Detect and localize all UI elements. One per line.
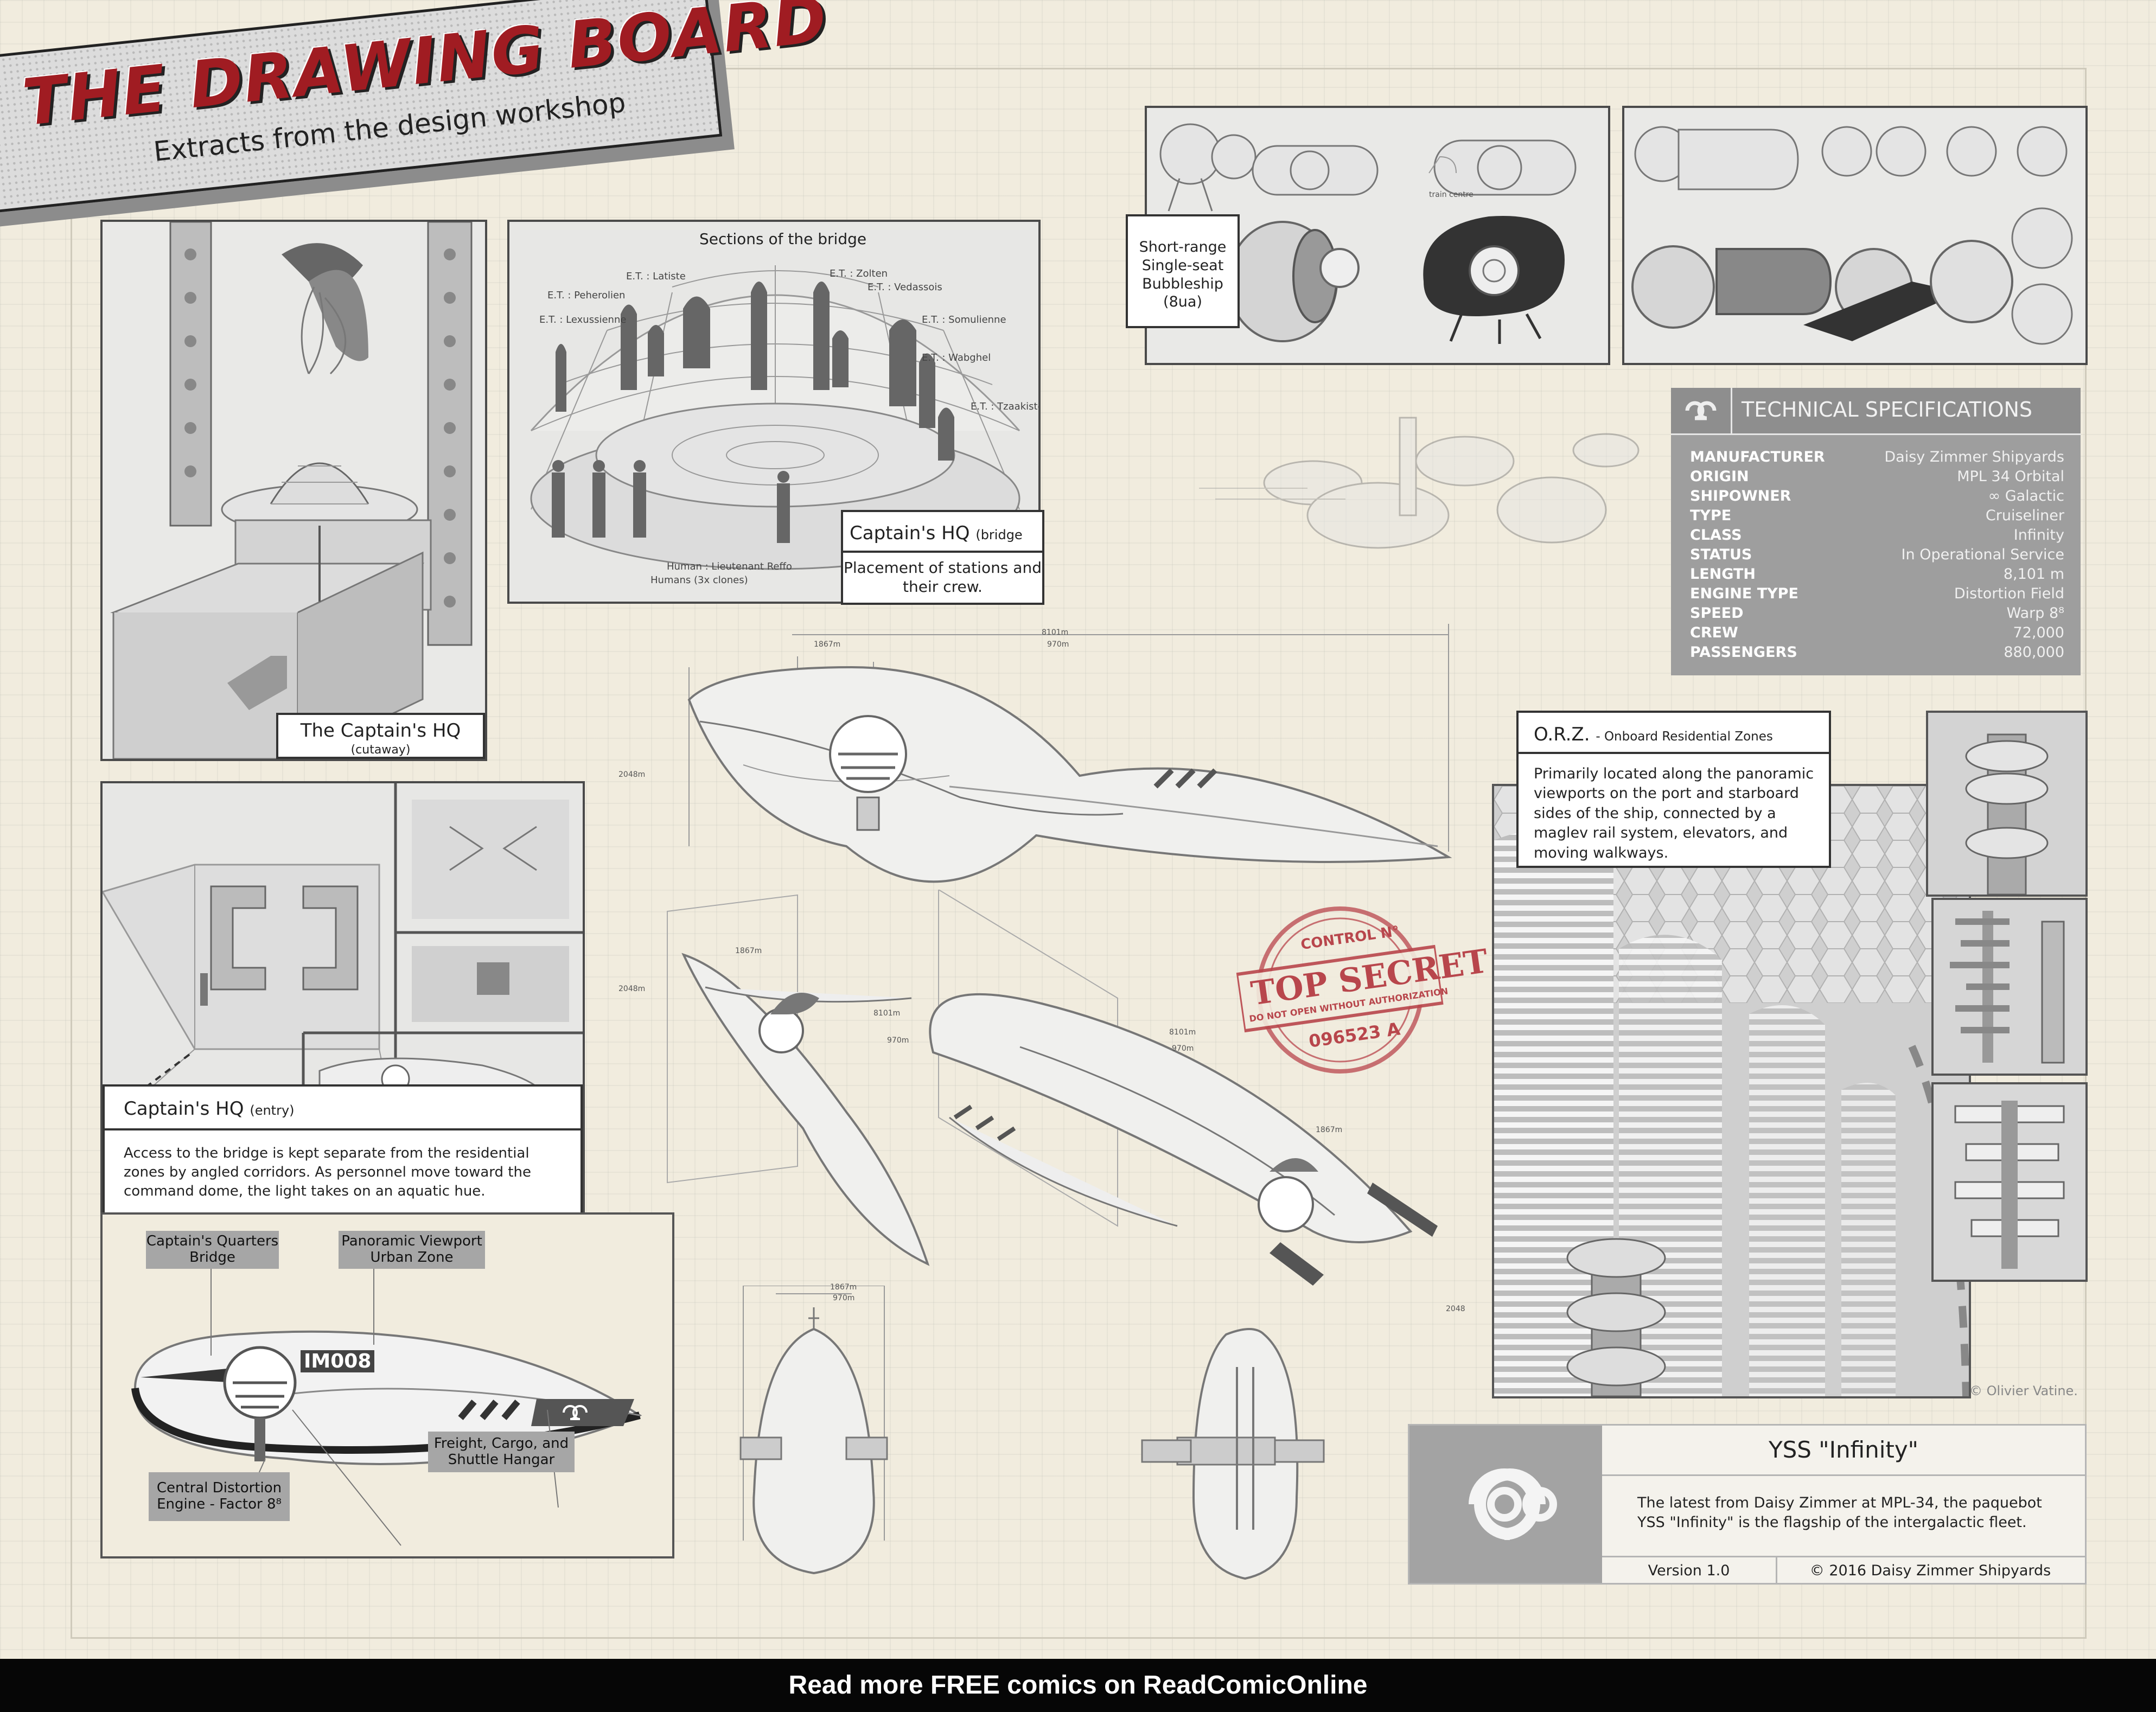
dim-2048-iso2: 2048: [1446, 1305, 1465, 1313]
specs-title: TECHNICAL SPECIFICATIONS: [1742, 398, 2033, 421]
label-et-peherolien: E.T. : Peherolien: [547, 290, 626, 301]
ship-isometric-views: [667, 890, 1438, 1286]
dim-1867-iso: 1867m: [735, 947, 762, 955]
panel-captains-hq-cutaway: The Captain's HQ (cutaway): [100, 220, 487, 761]
copyright-label: © 2016 Daisy Zimmer Shipyards: [1809, 1562, 2051, 1579]
caption-subtitle: (entry): [250, 1103, 295, 1118]
dim-970-side: 970m: [1047, 640, 1069, 649]
zone-label-freight-cargo: Freight, Cargo, and Shuttle Hangar: [428, 1432, 575, 1472]
dim-2048-side: 2048m: [618, 770, 646, 779]
caption-captains-hq-cutaway: The Captain's HQ (cutaway): [276, 713, 485, 759]
infinity-logo-icon: [1671, 388, 1732, 433]
version-label: Version 1.0: [1602, 1557, 1777, 1585]
footer-bar: Read more FREE comics on ReadComicOnline: [0, 1659, 2156, 1712]
orz-caption: O.R.Z. - Onboard Residential Zones Prima…: [1516, 711, 1831, 868]
orz-title-sub: - Onboard Residential Zones: [1596, 730, 1773, 744]
dim-1867-front: 1867m: [830, 1283, 857, 1292]
bridge-dome-illustration: [509, 222, 1038, 602]
spec-row: SHIPOWNER∞ Galactic: [1690, 488, 2064, 504]
label-human-clones: Humans (3x clones): [650, 574, 748, 586]
ship-front-back-views: [739, 1286, 1325, 1580]
caption-bridge-note: Placement of stations and their crew.: [841, 551, 1044, 605]
dim-8101-iso1: 8101m: [873, 1009, 901, 1018]
hull-text: IM008: [301, 1350, 375, 1372]
panel-bridge-sections: Sections of the bridge E.T. : Latiste E.…: [507, 220, 1041, 604]
bridge-note-text: Placement of stations and their crew.: [844, 559, 1042, 596]
caption-title: The Captain's HQ: [300, 720, 461, 742]
panel-ship-zones: IM008 Captain's Quarters Bridge Panorami…: [100, 1212, 674, 1558]
zone-label-distortion-engine: Central Distortion Engine - Factor 8⁸: [149, 1472, 290, 1521]
panel-orz-city: [1492, 784, 1971, 1398]
ship-name: YSS "Infinity": [1602, 1426, 2085, 1476]
label-et-zolten: E.T. : Zolten: [830, 268, 888, 279]
dim-1867-iso2: 1867m: [1316, 1126, 1343, 1134]
label-et-somulienne: E.T. : Somulienne: [922, 314, 1006, 325]
bubbleship-caption-text: Short-range Single-seat Bubbleship (8ua): [1139, 239, 1227, 311]
entry-description: Access to the bridge is kept separate fr…: [103, 1128, 583, 1217]
zone-label-panoramic-viewport: Panoramic Viewport Urban Zone: [339, 1231, 485, 1269]
label-et-wabghel: E.T. : Wabghel: [922, 352, 991, 363]
habitat-sketch: [1199, 417, 1640, 549]
orz-thumb-spiral: [1931, 898, 2088, 1076]
dim-8101-side: 8101m: [1042, 628, 1069, 637]
orz-city-illustration: [1494, 786, 1969, 1396]
orz-thumb-tower: [1926, 711, 2088, 897]
orz-title: O.R.Z.: [1534, 724, 1590, 745]
entry-description-text: Access to the bridge is kept separate fr…: [124, 1145, 531, 1200]
caption-subtitle: (cutaway): [350, 743, 411, 757]
bubbleship-variants-illustration: [1624, 108, 2085, 363]
caption-title: Captain's HQ: [124, 1098, 244, 1120]
dim-970-iso2: 970m: [1172, 1044, 1194, 1053]
dim-1867-side: 1867m: [814, 640, 841, 649]
dim-970-front: 970m: [833, 1294, 855, 1302]
top-secret-stamp: CONTROL N° TOP SECRET DO NOT OPEN WITHOU…: [1228, 887, 1490, 1093]
caption-bubbleship: Short-range Single-seat Bubbleship (8ua): [1126, 214, 1240, 328]
title-block-footer: Version 1.0 © 2016 Daisy Zimmer Shipyard…: [1602, 1556, 2085, 1585]
orz-text: Primarily located along the panoramic vi…: [1534, 765, 1814, 861]
dim-2048-iso: 2048m: [618, 985, 646, 993]
orz-heading: O.R.Z. - Onboard Residential Zones: [1534, 724, 1773, 745]
zone-label-captains-quarters: Captain's Quarters Bridge: [146, 1231, 279, 1269]
caption-captains-hq-entry: Captain's HQ (entry): [103, 1084, 583, 1130]
ship-description: The latest from Daisy Zimmer at MPL-34, …: [1637, 1494, 2042, 1531]
ship-side-view: [687, 624, 1452, 883]
cutaway-illustration: [103, 222, 485, 759]
dim-8101-iso2: 8101m: [1169, 1028, 1196, 1037]
artist-credit: © Olivier Vatine.: [1969, 1383, 2078, 1398]
label-et-lexussienne: E.T. : Lexussienne: [539, 314, 627, 325]
label-et-latiste: E.T. : Latiste: [626, 271, 686, 282]
orz-thumb-platforms: [1931, 1082, 2088, 1282]
label-train-centre: train centre: [1429, 190, 1474, 199]
panel-bubbleship-variants: [1622, 106, 2088, 365]
label-et-tzaakiste: E.T. : Tzaakiste: [971, 401, 1041, 412]
panel-captains-hq-entry: Captain's HQ (entry) Access to the bridg…: [100, 781, 585, 1219]
infinity-logo-icon: [1409, 1426, 1602, 1583]
title-block: YSS "Infinity" The latest from Daisy Zim…: [1408, 1424, 2087, 1585]
dim-970-iso1: 970m: [887, 1036, 909, 1045]
specs-header: TECHNICAL SPECIFICATIONS: [1671, 388, 2081, 435]
bridge-heading: Sections of the bridge: [699, 230, 867, 248]
label-et-vedassois: E.T. : Vedassois: [867, 282, 942, 293]
caption-title: Captain's HQ: [850, 522, 970, 544]
label-human-reffo: Human : Lieutenant Reffo: [667, 561, 792, 572]
footer-link[interactable]: Read more FREE comics on ReadComicOnline: [788, 1671, 1368, 1700]
